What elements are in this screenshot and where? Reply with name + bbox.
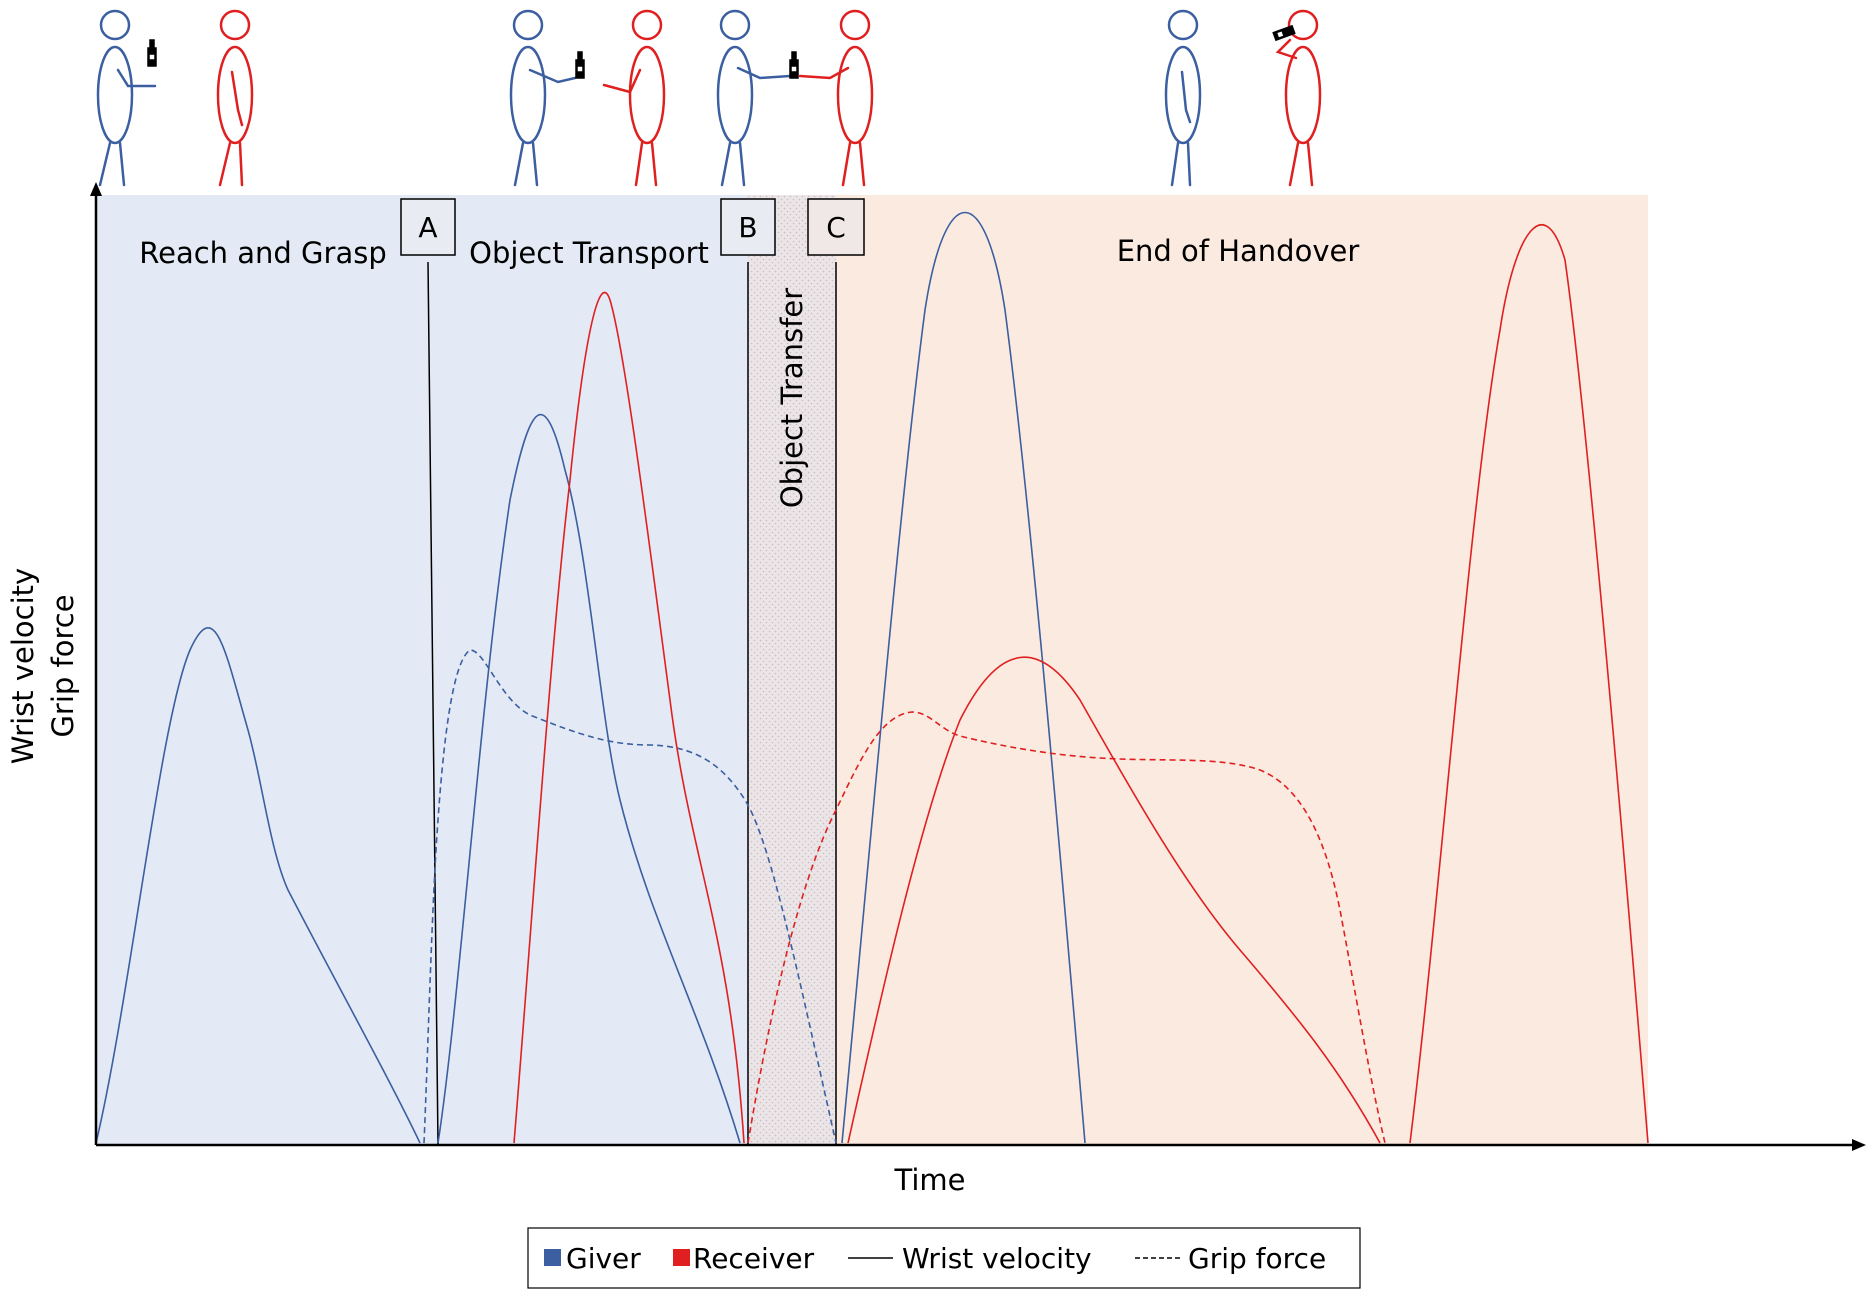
- giver-figure-icon: [96, 9, 157, 187]
- legend-giver-label: Giver: [566, 1242, 641, 1275]
- giver-wrist-velocity-end: [841, 211, 1086, 1144]
- giver-figure-icon: [509, 9, 577, 187]
- phase-end-region: [836, 195, 1648, 1145]
- receiver-curves: [513, 224, 1649, 1144]
- phase-label-end: End of Handover: [1117, 234, 1360, 268]
- y-axis-label-grip: Grip force: [46, 594, 80, 737]
- phase-reach-transport-region: [96, 195, 748, 1145]
- marker-b-label: B: [738, 211, 757, 244]
- marker-b-box: B: [720, 198, 776, 256]
- receiver-wrist-velocity-transport: [513, 291, 745, 1144]
- legend: Giver Receiver Wrist velocity Grip force: [527, 1227, 1361, 1289]
- marker-a-line: [427, 261, 439, 1146]
- receiver-figure-icon: [216, 9, 254, 187]
- legend-receiver-swatch: [673, 1249, 690, 1266]
- marker-c-label: C: [826, 211, 846, 244]
- giver-wrist-velocity-reach: [95, 627, 421, 1144]
- legend-velocity-label: Wrist velocity: [902, 1242, 1092, 1275]
- giver-figure-icon: [716, 9, 792, 187]
- x-axis-label: Time: [894, 1163, 966, 1197]
- receiver-figure-icon: [602, 9, 666, 187]
- legend-grip-label: Grip force: [1188, 1242, 1326, 1275]
- phase-label-transfer: Object Transfer: [775, 288, 809, 508]
- y-axis-arrow: [90, 182, 102, 196]
- figure-group-transport: [509, 9, 666, 187]
- figure-group-transfer: [716, 9, 874, 187]
- receiver-grip-force: [747, 711, 1386, 1144]
- marker-a-box: A: [400, 198, 456, 256]
- legend-receiver-label: Receiver: [693, 1242, 815, 1275]
- giver-wrist-velocity-transport: [437, 414, 741, 1144]
- giver-grip-force: [423, 649, 837, 1144]
- y-axis-label-velocity: Wrist velocity: [6, 568, 40, 764]
- bottle-icon: [575, 51, 585, 79]
- bottle-icon: [789, 51, 799, 79]
- figure-group-reach: [96, 9, 254, 187]
- x-axis-arrow: [1852, 1139, 1866, 1151]
- receiver-figure-icon: [798, 9, 874, 187]
- marker-a-label: A: [418, 211, 437, 244]
- receiver-wrist-velocity-end-2: [1409, 224, 1649, 1144]
- receiver-figure-icon: [1275, 9, 1322, 187]
- giver-curves: [95, 211, 1086, 1144]
- phase-transfer-region: [748, 195, 836, 1145]
- legend-box: [527, 1227, 1361, 1289]
- legend-giver-swatch: [544, 1249, 561, 1266]
- phase-label-transport: Object Transport: [469, 236, 709, 270]
- marker-c-box: C: [807, 198, 865, 256]
- drinking-bottle-icon: [1272, 24, 1296, 42]
- giver-figure-icon: [1164, 9, 1202, 187]
- bottle-icon: [147, 39, 157, 67]
- phase-label-reach: Reach and Grasp: [139, 236, 386, 270]
- receiver-wrist-velocity-end-1: [847, 656, 1381, 1144]
- figure-group-end: [1164, 9, 1322, 187]
